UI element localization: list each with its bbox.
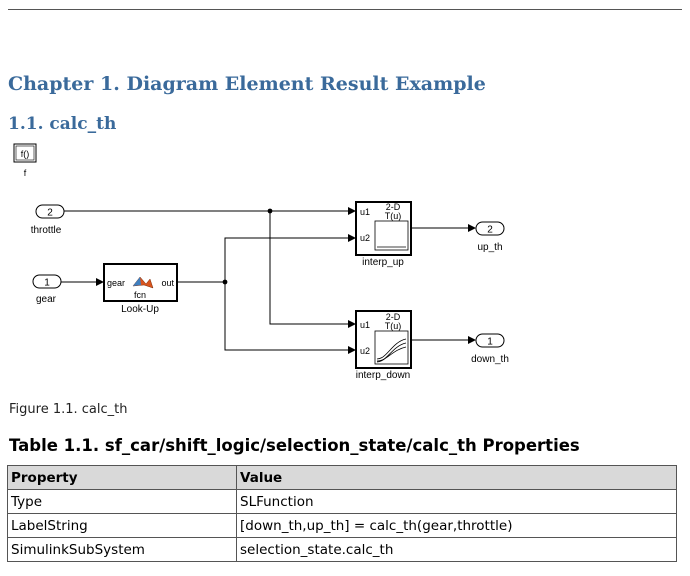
signal-lookup-to-down <box>224 282 356 354</box>
lookup-block-label: Look-Up <box>121 304 159 315</box>
column-header-property: Property <box>7 465 237 490</box>
simulink-diagram: f() f 2 throttle 1 gear gear out fcn Loo… <box>13 143 509 381</box>
interp-up-block[interactable]: u1 u2 2-D T(u) interp_up <box>355 201 412 268</box>
function-caller-block[interactable]: f() f <box>13 143 37 178</box>
property-cell: LabelString <box>7 513 237 538</box>
inport-throttle[interactable]: 2 throttle <box>31 204 65 236</box>
interp-up-port2: u2 <box>360 233 370 243</box>
table-title: Table 1.1. sf_car/shift_logic/selection_… <box>9 436 580 455</box>
table-header-row: Property Value <box>7 465 677 490</box>
function-caller-label: f <box>24 168 27 178</box>
signal-throttle-to-down <box>269 211 356 328</box>
interp-down-block[interactable]: u1 u2 2-D T(u) interp_down <box>355 310 412 381</box>
function-caller-glyph: f() <box>21 149 30 159</box>
inport-gear-number: 1 <box>44 278 50 289</box>
lookup-in-port-label: gear <box>107 278 125 288</box>
lookup-out-port-label: out <box>161 278 174 288</box>
table-row: Type SLFunction <box>7 489 677 514</box>
interp-down-title-line1: 2-D <box>386 312 401 322</box>
figure-caption: Figure 1.1. calc_th <box>9 402 128 417</box>
inport-gear[interactable]: 1 gear <box>32 274 62 305</box>
value-cell: [down_th,up_th] = calc_th(gear,throttle) <box>236 513 677 538</box>
interp-up-port1: u1 <box>360 207 370 217</box>
inport-throttle-label: throttle <box>31 225 62 236</box>
column-header-value: Value <box>236 465 677 490</box>
interp-up-label: interp_up <box>362 257 404 268</box>
interp-up-table-icon <box>374 220 409 251</box>
outport-up-th-label: up_th <box>477 242 502 253</box>
signal-lines <box>61 207 476 354</box>
interp-down-label: interp_down <box>356 370 410 381</box>
chapter-title: Chapter 1. Diagram Element Result Exampl… <box>8 73 486 95</box>
matlab-logo-icon <box>132 276 154 289</box>
table-row: LabelString [down_th,up_th] = calc_th(ge… <box>7 513 677 538</box>
outport-down-th-number: 1 <box>487 337 493 348</box>
interp-down-title-line2: T(u) <box>385 321 402 331</box>
inport-throttle-number: 2 <box>47 208 53 219</box>
outport-down-th[interactable]: 1 down_th <box>471 333 509 365</box>
value-cell: SLFunction <box>236 489 677 514</box>
value-cell: selection_state.calc_th <box>236 537 677 562</box>
signal-lookup-to-up <box>224 234 356 282</box>
table-row: SimulinkSubSystem selection_state.calc_t… <box>7 537 677 562</box>
interp-down-port1: u1 <box>360 320 370 330</box>
branch-point <box>267 208 273 214</box>
branch-point <box>222 279 228 285</box>
property-cell: SimulinkSubSystem <box>7 537 237 562</box>
lookup-inner-label: fcn <box>134 290 146 300</box>
section-title: 1.1. calc_th <box>8 114 117 134</box>
properties-table: Property Value Type SLFunction LabelStri… <box>7 465 677 562</box>
property-cell: Type <box>7 489 237 514</box>
interp-down-port2: u2 <box>360 346 370 356</box>
outport-up-th[interactable]: 2 up_th <box>475 221 505 253</box>
interp-up-title-line2: T(u) <box>385 211 402 221</box>
outport-down-th-label: down_th <box>471 354 509 365</box>
top-rule <box>8 9 682 10</box>
outport-up-th-number: 2 <box>487 225 493 236</box>
lookup-block[interactable]: gear out fcn Look-Up <box>103 263 178 315</box>
interp-up-title-line1: 2-D <box>386 202 401 212</box>
inport-gear-label: gear <box>36 294 57 305</box>
